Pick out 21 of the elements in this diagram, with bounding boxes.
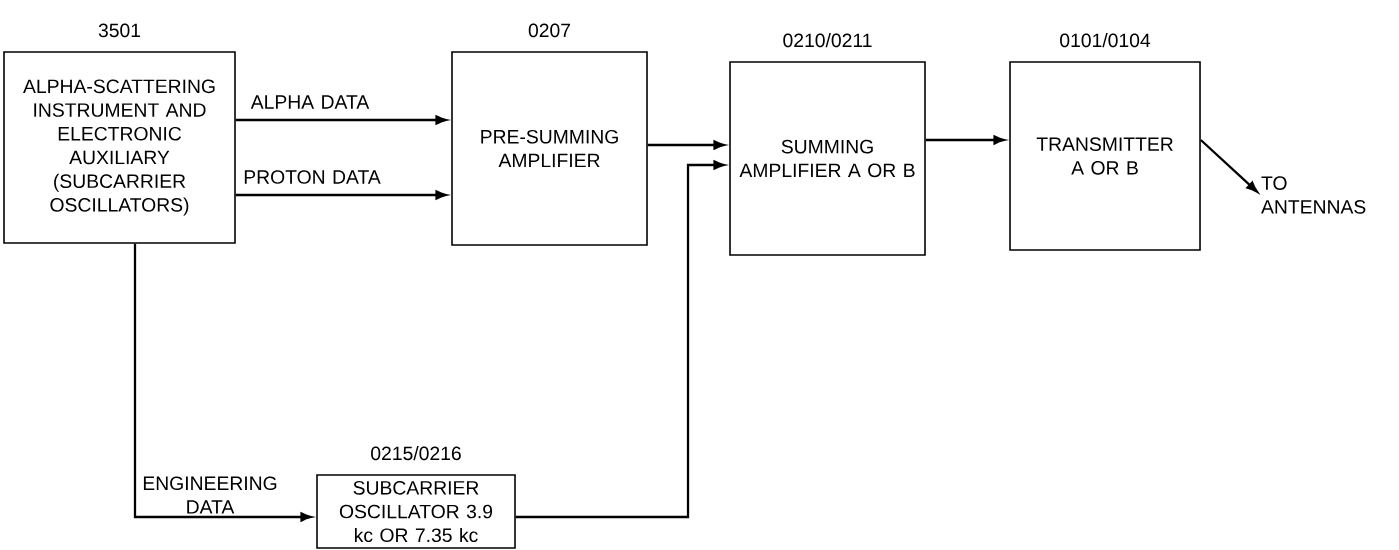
block-box: ALPHA-SCATTERING INSTRUMENT AND ELECTRONIC AUXILIARY (SUBCARRIER OSCILLATORS) [3,51,236,244]
block-number: 3501 [98,23,141,38]
edge-label: ENGINEERING DATA [143,476,277,514]
block-number: 0101/0104 [1060,33,1151,48]
arrow [925,135,1006,145]
block-box: SUMMING AMPLIFIER A OR B [729,61,926,256]
block-box: TRANSMITTER A OR B [1009,61,1201,251]
output-label: TO ANTENNAS [1261,176,1366,214]
block-box: SUBCARRIER OSCILLATOR 3.9 kc OR 7.35 kc [316,474,516,549]
block-number: 0215/0216 [371,446,461,461]
edge-label: PROTON DATA [244,170,381,184]
arrow [515,160,726,519]
arrow [133,243,313,522]
block-box: PRE-SUMMING AMPLIFIER [451,51,648,246]
arrow [235,115,448,125]
block-number: 0207 [528,23,571,38]
arrow [647,140,726,150]
block-number: 0210/0211 [783,33,872,48]
arrow [1200,139,1258,193]
edge-label: ALPHA DATA [250,95,370,109]
arrow [235,190,448,200]
